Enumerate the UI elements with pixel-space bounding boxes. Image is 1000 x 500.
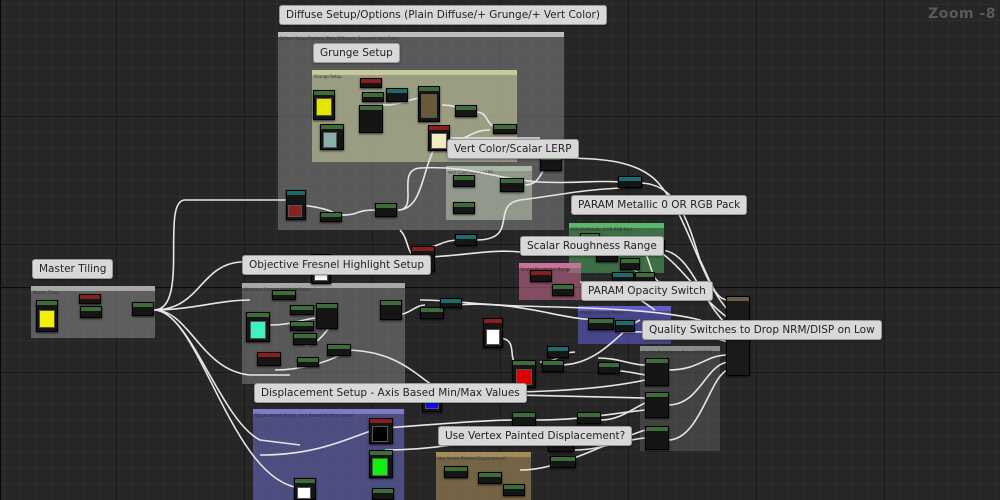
multiply-node[interactable] — [132, 302, 154, 316]
comment-box-fresnel-header: Objective Fresnel Highlight Setup — [244, 287, 311, 292]
comment-title-vert-color[interactable]: Vert Color/Scalar LERP — [448, 140, 578, 158]
vector-param-node[interactable] — [369, 450, 393, 478]
vector-param-node[interactable] — [512, 360, 536, 388]
comment-box-opacity-header: PARAM Opacity Switch — [580, 310, 625, 315]
texture-sample-node[interactable] — [313, 90, 335, 120]
scalar-param-node[interactable] — [455, 234, 477, 246]
vector-param-node[interactable] — [369, 418, 393, 444]
multiply-node[interactable] — [598, 362, 620, 374]
comment-title-opacity[interactable]: PARAM Opacity Switch — [582, 282, 712, 300]
scalar-param-node[interactable] — [79, 294, 101, 304]
texture-sample-node[interactable] — [428, 125, 450, 151]
comment-title-grunge[interactable]: Grunge Setup — [314, 44, 399, 62]
scalar-param-node[interactable] — [293, 333, 317, 345]
fresnel-node[interactable] — [272, 290, 296, 300]
add-node[interactable] — [380, 300, 402, 320]
scalar-param-node[interactable] — [360, 78, 382, 88]
comment-title-vertex-displacement[interactable]: Use Vertex Painted Displacement? — [439, 427, 632, 445]
vector-param-node[interactable] — [483, 318, 503, 348]
comment-title-master-tiling[interactable]: Master Tiling — [33, 260, 113, 278]
multiply-node[interactable] — [362, 92, 384, 102]
zoom-level-indicator: Zoom -8 — [928, 6, 996, 22]
vector-param-node[interactable] — [246, 312, 270, 342]
comment-title-roughness[interactable]: Scalar Roughness Range — [521, 237, 663, 255]
lerp-node[interactable] — [359, 105, 383, 133]
roughness-node[interactable] — [552, 284, 574, 296]
comment-title-metallic[interactable]: PARAM Metallic 0 OR RGB Pack — [572, 196, 747, 214]
roughness-node[interactable] — [530, 270, 552, 282]
lerp-node[interactable] — [500, 178, 524, 192]
comment-box-diffuse-header: Diffuse Setup/Options (Plain Diffuse/+ G… — [280, 36, 400, 41]
multiply-node[interactable] — [493, 124, 517, 134]
multiply-node[interactable] — [542, 360, 564, 372]
vector-param-node[interactable] — [286, 190, 306, 220]
comment-title-quality[interactable]: Quality Switches to Drop NRM/DISP on Low — [643, 321, 881, 339]
comment-box-roughness-header: Scalar Roughness Range — [521, 267, 571, 272]
roughness-node[interactable] — [620, 258, 640, 270]
vertex-color-node[interactable] — [444, 466, 468, 478]
texture-sample-node[interactable] — [320, 124, 344, 150]
comment-box-master-tiling-header: Master Tiling — [33, 290, 59, 295]
quality-switch-node[interactable] — [645, 392, 669, 418]
vector-param-node[interactable] — [294, 478, 316, 500]
comment-box-displacement-header: Displacement Setup - Axis Based Min/Max … — [255, 413, 354, 418]
texture-sample-node[interactable] — [418, 86, 440, 122]
multiply-node[interactable] — [297, 357, 319, 367]
comment-title-fresnel[interactable]: Objective Fresnel Highlight Setup — [243, 256, 431, 274]
opacity-switch-node[interactable] — [588, 318, 614, 330]
scalar-param-node[interactable] — [512, 412, 536, 426]
vertex-color-node[interactable] — [453, 175, 475, 187]
multiply-node[interactable] — [550, 456, 576, 468]
multiply-node[interactable] — [372, 488, 394, 500]
multiply-node[interactable] — [547, 346, 569, 358]
scalar-param-node[interactable] — [257, 352, 281, 366]
comment-title-diffuse[interactable]: Diffuse Setup/Options (Plain Diffuse/+ G… — [280, 6, 606, 24]
multiply-node[interactable] — [455, 105, 477, 117]
constant-vector-node[interactable] — [36, 300, 58, 332]
multiply-node[interactable] — [80, 306, 102, 318]
quality-switch-node[interactable] — [645, 426, 669, 450]
multiply-node[interactable] — [420, 307, 444, 319]
scalar-param-node[interactable] — [453, 202, 475, 214]
comment-box-metallic-header: PARAM Metallic 0 OR RGB Pack — [571, 227, 633, 232]
multiply-node[interactable] — [503, 484, 525, 496]
lerp-node[interactable] — [316, 303, 338, 329]
multiply-node[interactable] — [290, 321, 314, 331]
quality-switch-node[interactable] — [645, 358, 669, 386]
multiply-node[interactable] — [478, 472, 502, 484]
scalar-param-node[interactable] — [440, 298, 462, 308]
comment-box-vertex-displacement-header: Use Vertex Painted Displacement? — [438, 456, 507, 461]
comment-box-quality-header: Quality Switches to Drop NRM/DISP on Low — [642, 350, 728, 355]
comment-title-displacement[interactable]: Displacement Setup - Axis Based Min/Max … — [255, 384, 526, 402]
add-node[interactable] — [375, 203, 397, 217]
graph-origin-horizontal-line — [0, 287, 1000, 288]
scalar-param-node[interactable] — [386, 88, 408, 102]
switch-node[interactable] — [618, 176, 642, 188]
opacity-param-node[interactable] — [615, 320, 635, 332]
scalar-param-node[interactable] — [577, 412, 601, 424]
graph-origin-vertical-line — [0, 0, 1, 500]
multiply-node[interactable] — [327, 344, 351, 356]
multiply-node[interactable] — [290, 305, 314, 315]
multiply-node[interactable] — [320, 212, 342, 222]
comment-box-vert-color-header: Vert Color/Scalar LERP — [448, 170, 493, 175]
comment-box-grunge-header: Grunge Setup — [314, 74, 342, 79]
